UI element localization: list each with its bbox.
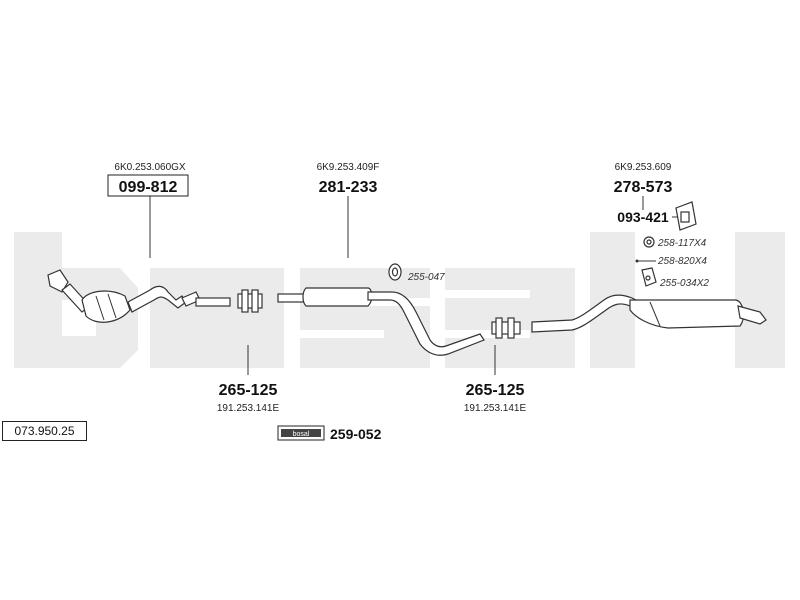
clamp-right-part-number[interactable]: 265-125 bbox=[466, 382, 525, 399]
hanger-part-number[interactable]: 255-034X2 bbox=[659, 278, 709, 289]
mounting-kit-part-number[interactable]: 259-052 bbox=[330, 426, 382, 442]
catalyst-part-number[interactable]: 099-812 bbox=[119, 179, 178, 196]
hardware-a-part-number[interactable]: 258-117X4 bbox=[657, 238, 707, 249]
hardware-b-part-number[interactable]: 258-820X4 bbox=[657, 256, 707, 267]
middle-silencer-oem-number: 6K9.253.409F bbox=[317, 162, 380, 173]
mounting-bracket[interactable] bbox=[675, 201, 697, 231]
rear-silencer[interactable] bbox=[531, 294, 767, 333]
clamp-left-oem-number: 191.253.141E bbox=[217, 403, 280, 414]
clamp-right[interactable] bbox=[491, 317, 521, 339]
rear-silencer-part-number[interactable]: 278-573 bbox=[614, 179, 673, 196]
mounting-kit-logo-text: bosal bbox=[293, 431, 310, 438]
ring-255-047[interactable] bbox=[388, 263, 402, 281]
ring-washer-icon[interactable] bbox=[643, 236, 655, 248]
catalytic-converter[interactable] bbox=[47, 269, 231, 323]
bolt-icon[interactable] bbox=[635, 259, 657, 263]
clamp-left[interactable] bbox=[237, 289, 263, 313]
clamp-right-oem-number: 191.253.141E bbox=[464, 403, 527, 414]
mounting-kit-logo[interactable]: bosal bbox=[277, 425, 325, 441]
hanger-icon[interactable] bbox=[641, 267, 657, 287]
middle-silencer-part-number[interactable]: 281-233 bbox=[319, 179, 378, 196]
middle-silencer[interactable] bbox=[277, 287, 485, 356]
catalyst-part-box bbox=[107, 174, 189, 197]
rear-silencer-oem-number: 6K9.253.609 bbox=[615, 162, 672, 173]
clamp-left-part-number[interactable]: 265-125 bbox=[219, 382, 278, 399]
ring-part-number[interactable]: 255-047 bbox=[407, 272, 445, 283]
diagram-number: 073.950.25 bbox=[2, 421, 87, 441]
bracket-part-number[interactable]: 093-421 bbox=[617, 209, 669, 225]
catalyst-oem-number: 6K0.253.060GX bbox=[114, 162, 185, 173]
